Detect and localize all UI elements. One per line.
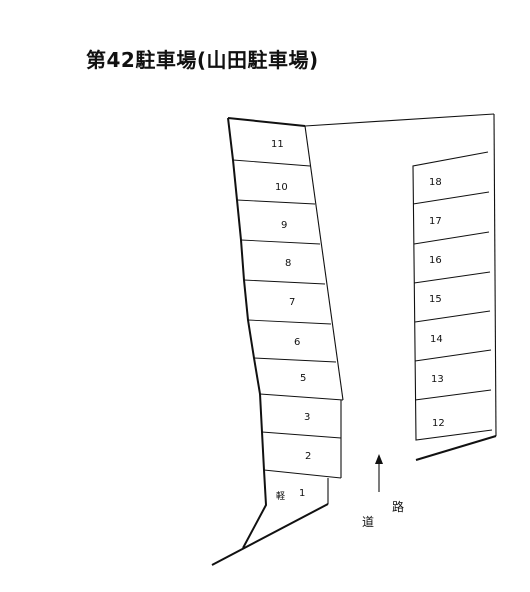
top-right-boundary-line [304,113,495,127]
right-column-outline [412,151,493,441]
left-slot-column [232,125,344,504]
road-arrow-icon [375,454,383,464]
bottom-right-boundary-line [415,435,497,461]
slot-3-label: 3 [304,412,310,423]
slot-1-prefix-label: 軽 [276,491,285,502]
slot-13-label: 13 [431,374,444,385]
slot-11-label: 11 [271,139,284,150]
slot-15-label: 15 [429,294,442,305]
right-slot-column [412,151,493,441]
slot-17-label: 17 [429,216,442,227]
slot-16-label: 16 [429,255,442,266]
slot-divider [236,199,316,205]
slot-8-label: 8 [285,258,291,269]
slot-divider [243,279,326,285]
slot-divider [263,469,342,479]
slot-divider [414,349,492,362]
slot-divider [232,159,311,167]
slot-divider [259,393,344,401]
slot-9-label: 9 [281,220,287,231]
road-label-ro: 路 [392,499,404,514]
road-indicator: 路 道 [362,454,404,529]
slot-5-label: 5 [300,373,306,384]
slot-divider [412,191,490,205]
right-boundary-line [493,113,497,437]
slot-divider [413,231,490,245]
slot-7-label: 7 [289,297,295,308]
slot-10-label: 10 [275,182,288,193]
slot-divider [414,310,491,323]
slot-12-label: 12 [432,418,445,429]
slot-divider [413,271,491,284]
slot-divider [240,239,321,245]
slot-18-label: 18 [429,177,442,188]
page-title: 第42駐車場(山田駐車場) [86,48,319,72]
top-boundary-line [227,117,306,127]
slot-6-label: 6 [294,337,300,348]
bottom-left-boundary-line [211,503,329,566]
road-label-do: 道 [362,515,374,529]
slot-divider [414,389,492,401]
left-boundary-line [227,117,268,549]
slot-divider [253,357,337,363]
slot-divider [261,431,342,439]
slot-14-label: 14 [430,334,443,345]
lot-outline [211,113,497,566]
slot-divider [247,319,332,325]
left-column-inner-edge [304,125,344,401]
slot-1-label: 1 [299,488,305,499]
slot-2-label: 2 [305,451,311,462]
